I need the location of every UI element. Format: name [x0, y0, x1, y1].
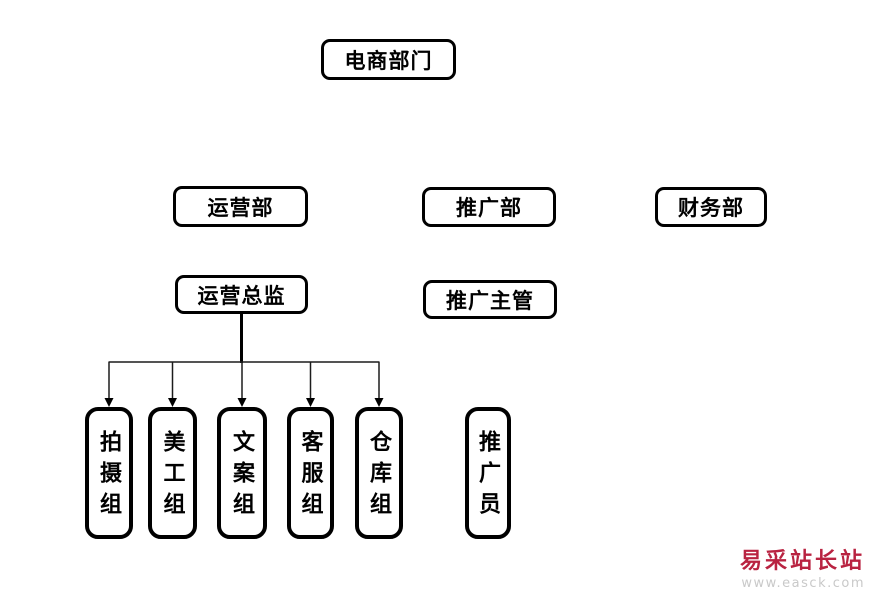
org-node-art-team: 美工组 — [148, 407, 197, 539]
org-node-label: 运营部 — [207, 194, 274, 220]
org-node-label: 推广部 — [456, 195, 522, 220]
org-node-promotion-dept: 推广部 — [422, 187, 556, 227]
org-node-ecommerce-department: 电商部门 — [321, 39, 456, 80]
org-node-label: 推广员 — [475, 429, 501, 523]
arrowhead-icon — [168, 398, 177, 407]
org-node-promotion-manager: 推广主管 — [423, 280, 557, 319]
org-node-photography-team: 拍摄组 — [85, 407, 133, 539]
org-node-customer-service-team: 客服组 — [287, 407, 334, 539]
org-node-label: 客服组 — [297, 429, 324, 523]
org-node-label: 文案组 — [229, 429, 255, 523]
watermark-site-name: 易采站长站 — [739, 548, 865, 574]
org-node-warehouse-team: 仓库组 — [355, 407, 403, 539]
org-node-label: 电商部门 — [344, 47, 433, 73]
watermark-site-url: www.easck.com — [741, 576, 865, 592]
org-node-operations-dept: 运营部 — [173, 186, 308, 227]
org-node-label: 美工组 — [159, 429, 186, 523]
arrowhead-icon — [306, 398, 315, 407]
arrowhead-icon — [237, 398, 247, 407]
watermark: 易采站长站 www.easck.com — [740, 548, 865, 591]
org-node-finance-dept: 财务部 — [655, 187, 767, 227]
org-node-label: 推广主管 — [446, 287, 534, 313]
org-node-label: 仓库组 — [366, 429, 392, 523]
org-node-label: 运营总监 — [197, 282, 286, 308]
org-node-label: 拍摄组 — [96, 429, 122, 523]
arrowhead-icon — [374, 398, 384, 407]
org-node-promoter: 推广员 — [465, 407, 511, 539]
org-node-label: 财务部 — [678, 195, 744, 220]
arrowhead-icon — [104, 398, 114, 407]
org-node-operations-director: 运营总监 — [175, 275, 308, 314]
org-node-copywriting-team: 文案组 — [217, 407, 267, 539]
